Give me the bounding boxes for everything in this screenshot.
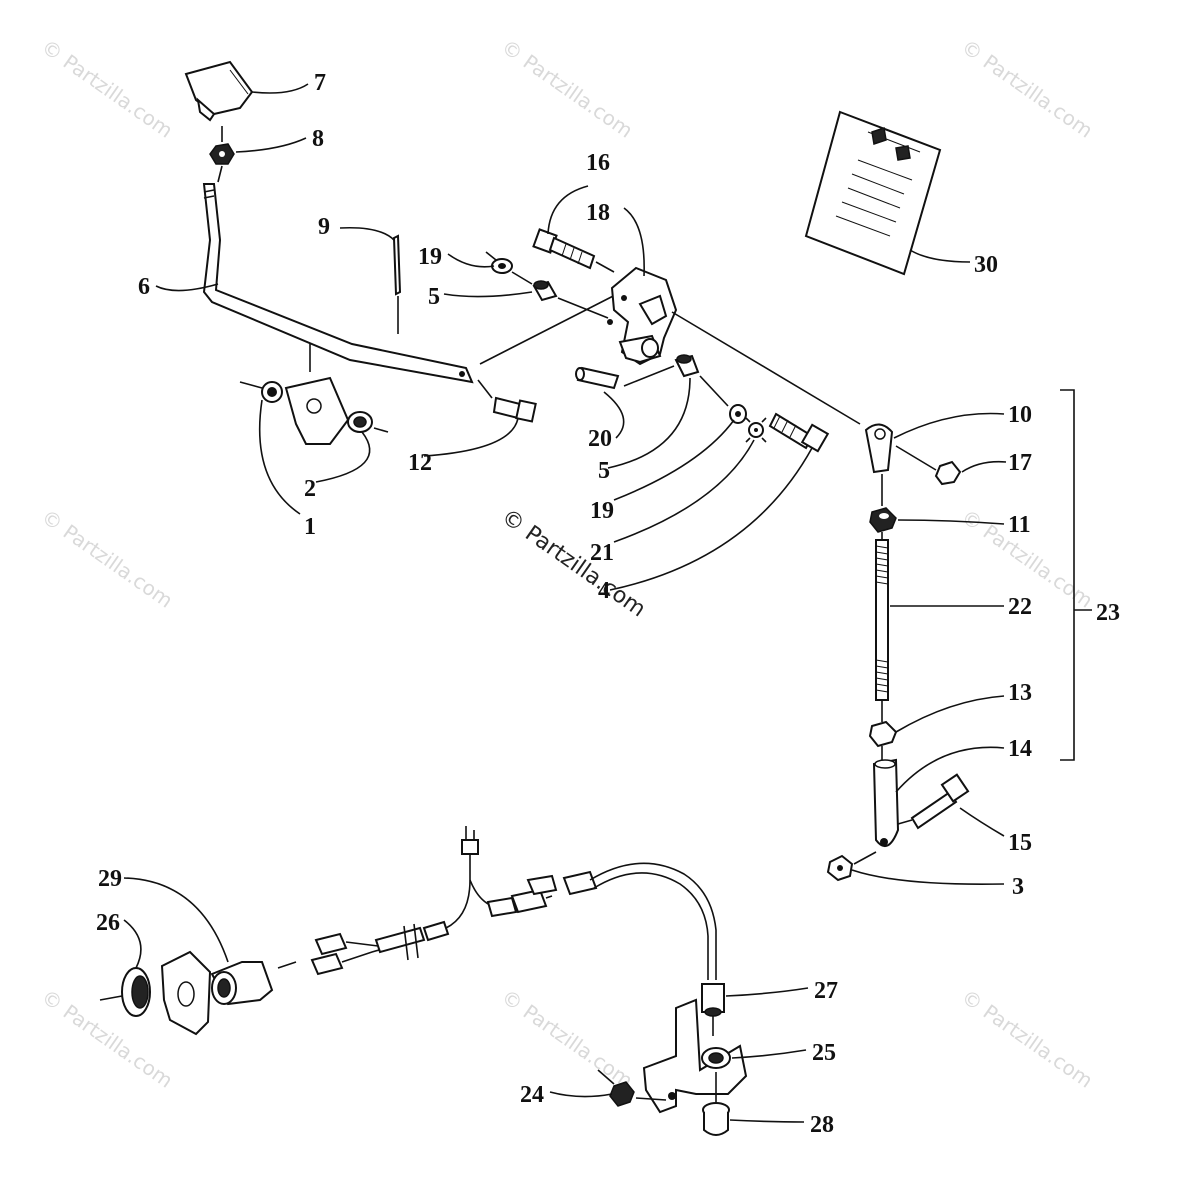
part-10-rod-end xyxy=(864,423,894,474)
watermark: © Partzilla.com xyxy=(497,34,637,142)
part-13-nut xyxy=(868,720,898,748)
callout-18: 18 xyxy=(586,200,610,226)
part-27-sensor xyxy=(701,983,725,1036)
callout-19: 19 xyxy=(418,244,442,270)
callout-16: 16 xyxy=(586,150,610,176)
callout-30: 30 xyxy=(974,252,998,278)
callout-13: 13 xyxy=(1008,680,1032,706)
part-12-bolt xyxy=(492,396,537,423)
switch-mount-plate xyxy=(160,950,212,1036)
callout-21: 21 xyxy=(590,540,614,566)
watermark: © Partzilla.com xyxy=(957,984,1097,1092)
part-5-spacer-bottom xyxy=(674,354,700,378)
callout-26: 26 xyxy=(96,910,120,936)
part-16-bolt xyxy=(532,228,596,270)
watermark: © Partzilla.com xyxy=(497,984,637,1092)
callout-24: 24 xyxy=(520,1082,544,1108)
callout-19: 19 xyxy=(590,498,614,524)
part-17-nut xyxy=(934,460,962,486)
part-19-washer-top xyxy=(491,258,513,274)
callout-10: 10 xyxy=(1008,402,1032,428)
part-22-threaded-rod xyxy=(875,539,889,701)
wiring-harness xyxy=(310,826,717,980)
part-26-ring-nut xyxy=(121,967,151,1017)
callout-12: 12 xyxy=(408,450,432,476)
part-20-pin xyxy=(575,366,620,390)
callout-15: 15 xyxy=(1008,830,1032,856)
part-29-switch xyxy=(210,961,274,1006)
part-24-nut xyxy=(609,1081,635,1107)
callout-23: 23 xyxy=(1096,600,1120,626)
part-5-spacer-top xyxy=(532,280,558,302)
watermark: © Partzilla.com xyxy=(37,504,177,612)
watermark-main: © Partzilla.com xyxy=(497,504,650,622)
callout-25: 25 xyxy=(812,1040,836,1066)
callout-20: 20 xyxy=(588,426,612,452)
callout-4: 4 xyxy=(598,578,610,604)
callout-8: 8 xyxy=(312,126,324,152)
watermark: © Partzilla.com xyxy=(37,984,177,1092)
part-9-pin xyxy=(392,234,402,296)
part-21-lockwasher xyxy=(745,417,767,443)
part-25-sensor-bracket xyxy=(642,998,748,1114)
part-15-bolt xyxy=(910,773,970,830)
part-14-rod-end-lower xyxy=(872,758,900,848)
watermark-layer: © Partzilla.com © Partzilla.com © Partzi… xyxy=(37,34,1097,1092)
callout-5: 5 xyxy=(428,284,440,310)
part-30-decal xyxy=(804,110,942,276)
callout-3: 3 xyxy=(1012,874,1024,900)
callout-7: 7 xyxy=(314,70,326,96)
callout-5: 5 xyxy=(598,458,610,484)
callout-14: 14 xyxy=(1008,736,1032,762)
part-28-spacer xyxy=(702,1102,730,1136)
callout-28: 28 xyxy=(810,1112,834,1138)
callout-27: 27 xyxy=(814,978,838,1004)
callout-17: 17 xyxy=(1008,450,1032,476)
callout-11: 11 xyxy=(1008,512,1031,538)
callout-2: 2 xyxy=(304,476,316,502)
callout-labels: 7 8 9 6 19 5 16 18 12 2 1 20 5 19 21 4 1… xyxy=(96,70,1120,1138)
part-11-nut xyxy=(869,507,897,533)
part-2-bushing xyxy=(347,411,389,433)
callout-29: 29 xyxy=(98,866,122,892)
callout-9: 9 xyxy=(318,214,330,240)
callout-6: 6 xyxy=(138,274,150,300)
part-18-pivot-bracket xyxy=(607,266,678,366)
part-23-group-bracket xyxy=(1060,389,1075,761)
part-4-bolt xyxy=(768,412,830,453)
watermark: © Partzilla.com xyxy=(957,34,1097,142)
callout-1: 1 xyxy=(304,514,316,540)
part-8-nut xyxy=(209,143,235,165)
part-6-shift-lever xyxy=(202,183,474,384)
part-3-nut xyxy=(826,854,854,882)
watermark: © Partzilla.com xyxy=(37,34,177,142)
part-7-knob xyxy=(184,60,254,122)
part-1-boot-plate xyxy=(239,376,350,445)
part-19-washer-bottom xyxy=(729,404,747,424)
callout-leaders xyxy=(123,83,1092,1123)
callout-22: 22 xyxy=(1008,594,1032,620)
